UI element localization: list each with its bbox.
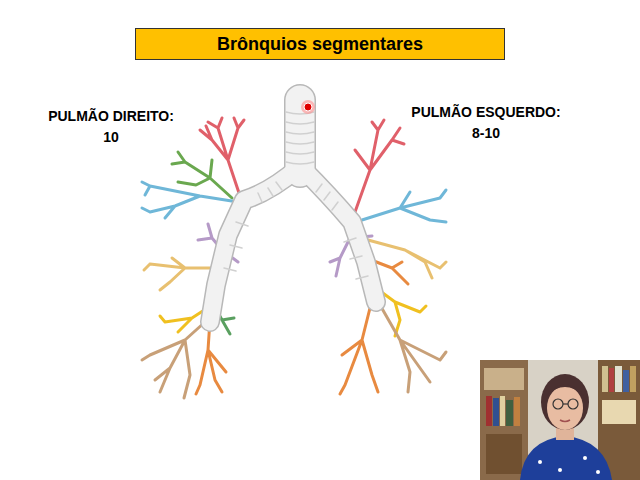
webcam-inset — [480, 360, 640, 480]
pointer-dot — [304, 103, 312, 111]
slide-title: Brônquios segmentares — [217, 34, 423, 55]
pointer-glow — [301, 100, 315, 114]
lung-label: PULMÃO DIREITO: — [48, 108, 174, 124]
segment-count: 10 — [103, 129, 119, 145]
segment-count: 8-10 — [472, 125, 500, 141]
title-banner: Brônquios segmentares — [135, 28, 505, 60]
lung-label: PULMÃO ESQUERDO: — [411, 104, 560, 120]
